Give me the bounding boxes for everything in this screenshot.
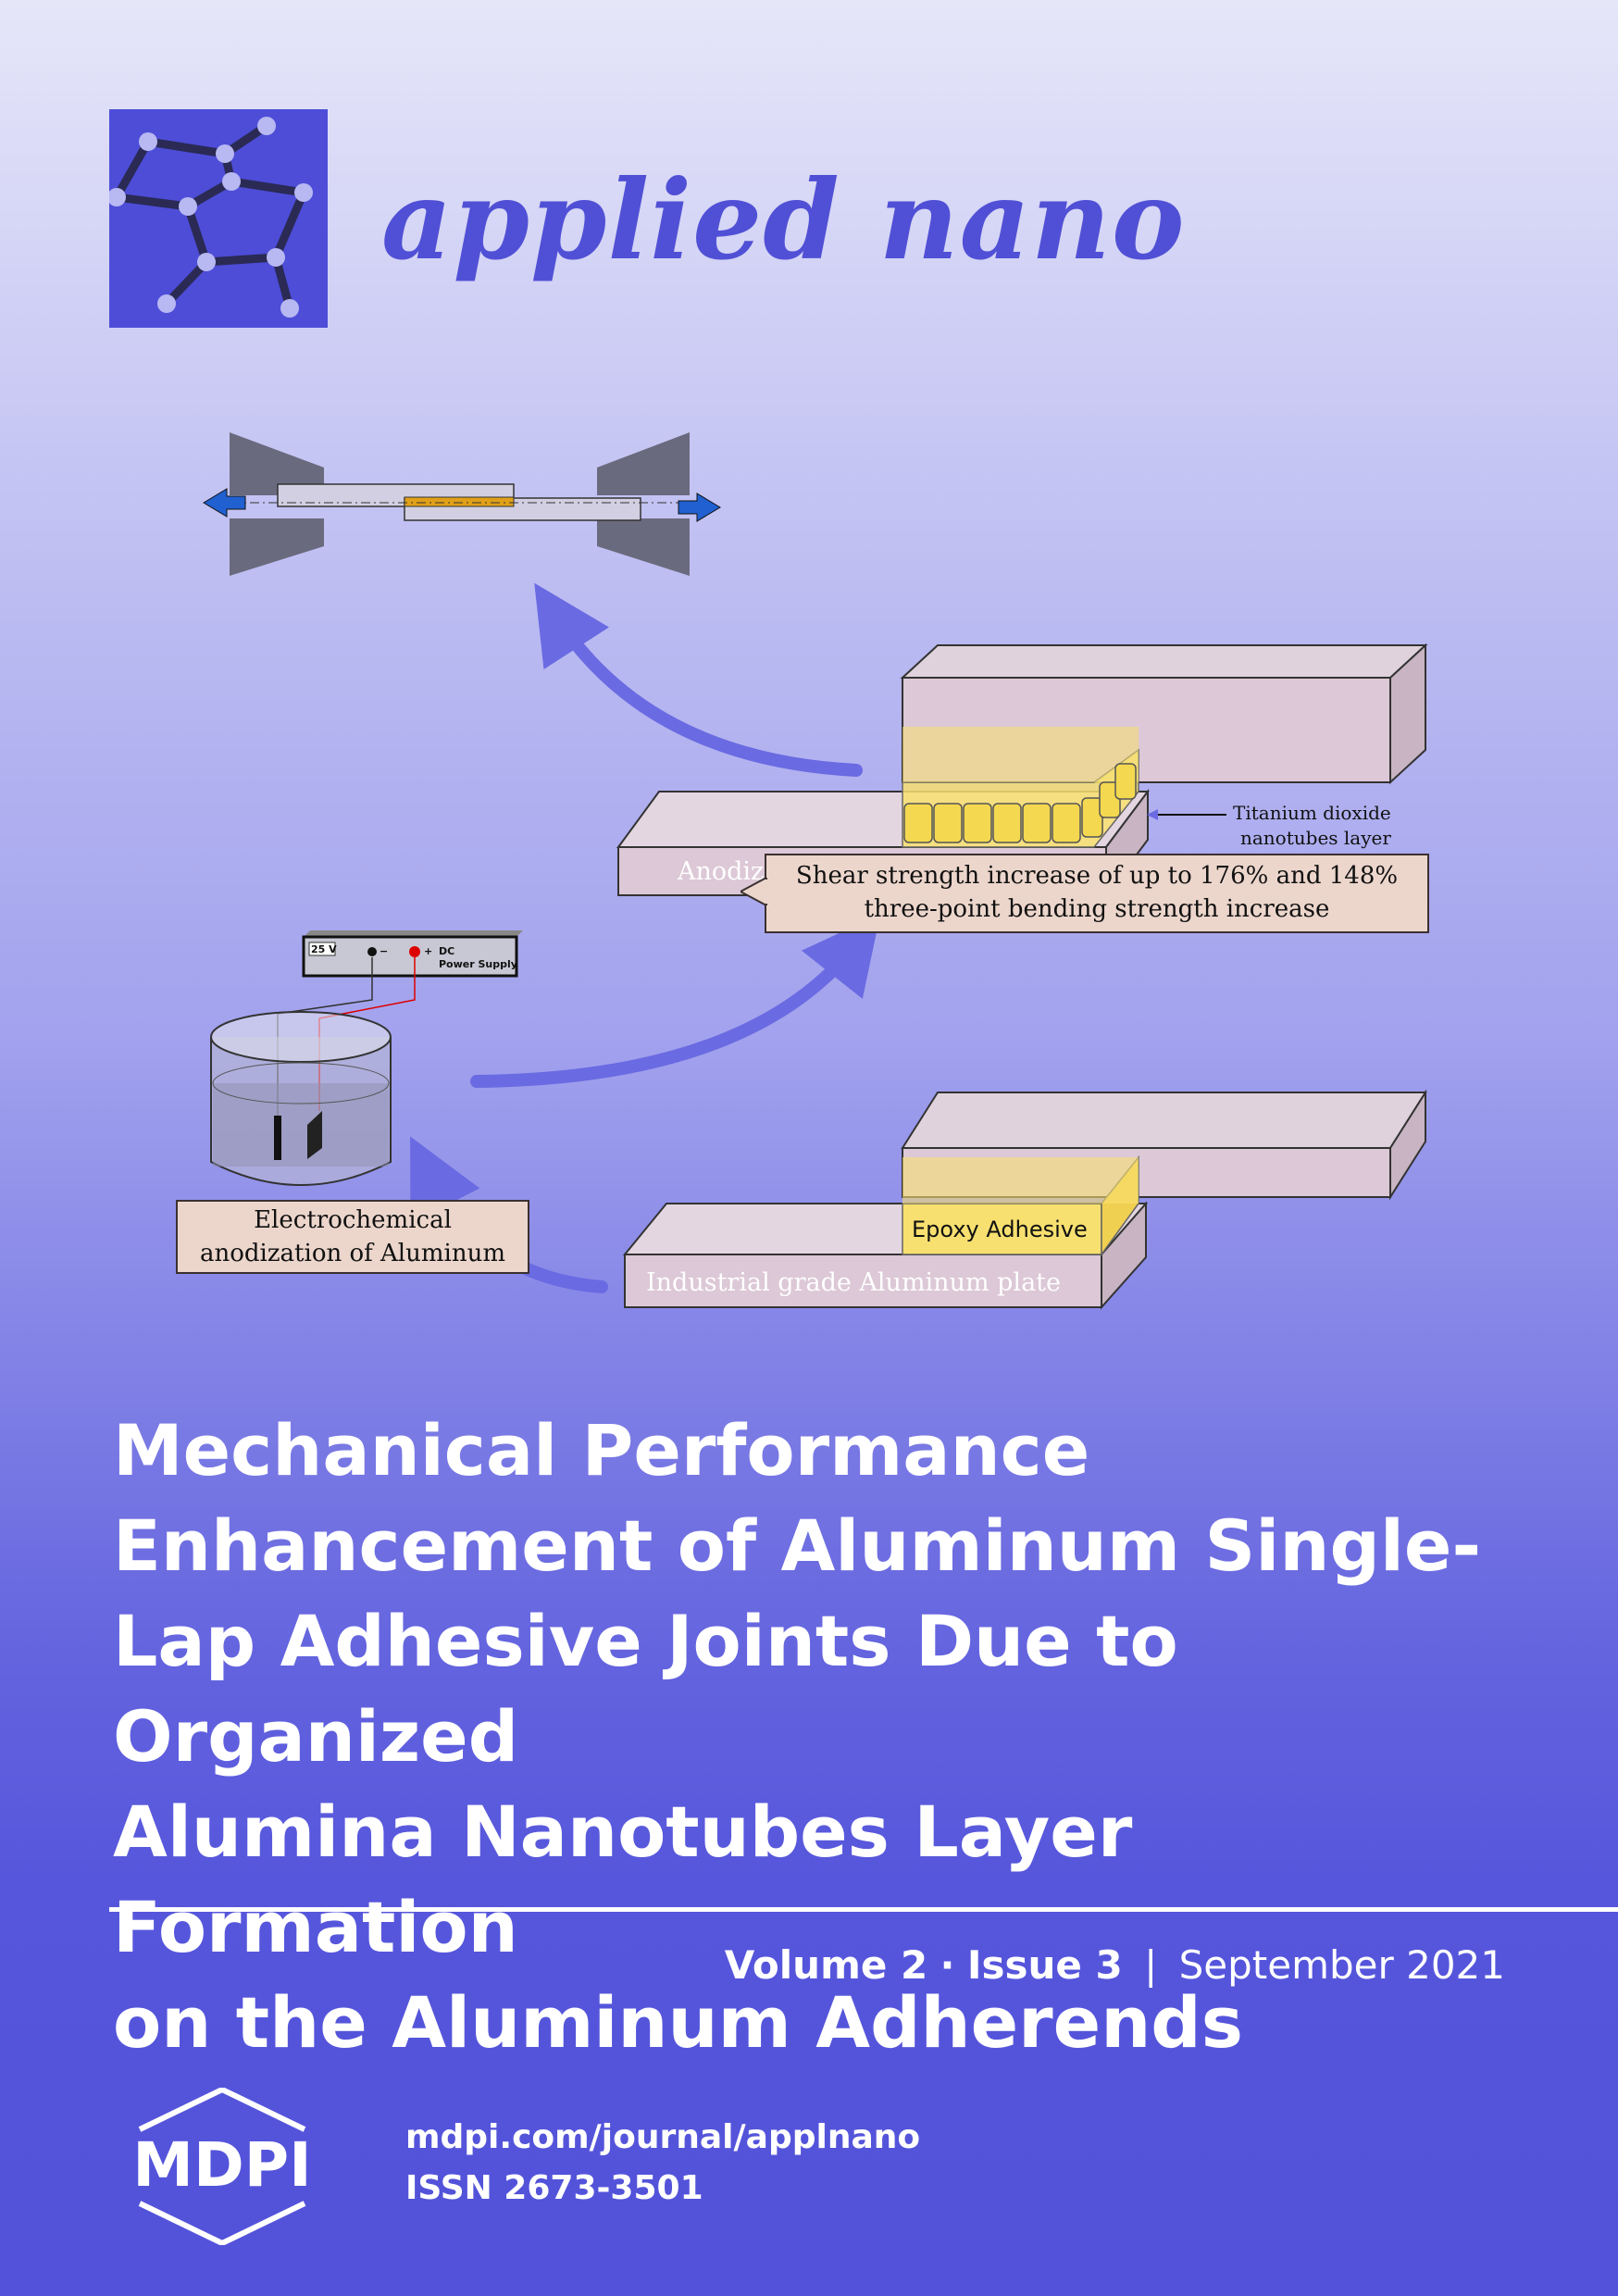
divider-rule [109, 1907, 1618, 1912]
hexagon-lattice-icon [109, 117, 313, 318]
journal-url[interactable]: mdpi.com/journal/applnano [405, 2118, 921, 2156]
article-title-line1: Mechanical Performance [113, 1409, 1090, 1491]
industrial-plate-label: Industrial grade Aluminum plate [646, 1268, 1061, 1297]
tensile-test-diagram [203, 432, 721, 576]
issue-info: Volume 2 · Issue 3 | September 2021 [725, 1942, 1505, 1988]
graphical-abstract: Titanium dioxide nanotubes layer Anodize… [0, 389, 1618, 1333]
mdpi-logo: MDPI [106, 2086, 338, 2247]
mdpi-hexagon-icon: MDPI [132, 2086, 312, 2247]
anodization-text-line2: anodization of Aluminum [200, 1240, 505, 1267]
psu-voltage: 25 V [311, 943, 337, 955]
article-title-line4: Alumina Nanotubes Layer Formation [113, 1791, 1133, 1968]
issue-date: September 2021 [1178, 1942, 1505, 1988]
industrial-joint-diagram: Epoxy Adhesive Industrial grade Aluminum… [622, 1089, 1427, 1310]
tio2-label-line2: nanotubes layer [1240, 827, 1391, 849]
journal-logo [109, 109, 328, 328]
shear-strength-text: Shear strength increase of up to 176% an… [795, 862, 1399, 923]
callout-pointer [741, 878, 768, 905]
mdpi-wordmark: MDPI [132, 2129, 311, 2201]
electrolysis-beaker [210, 1011, 392, 1186]
shear-strength-callout: Shear strength increase of up to 176% an… [765, 854, 1429, 933]
psu-dc-label: DC [439, 945, 454, 957]
psu-plus-label: + [424, 945, 432, 957]
volume-label: Volume 2 [724, 1942, 928, 1988]
anodization-callout: Electrochemical anodization of Aluminum [176, 1200, 529, 1274]
tio2-label-line1: Titanium dioxide [1233, 802, 1391, 824]
article-title-line3: Lap Adhesive Joints Due to Organized [113, 1600, 1178, 1778]
article-title-line2: Enhancement of Aluminum Single- [113, 1504, 1481, 1587]
psu-name-label: Power Supply [439, 958, 517, 970]
issue-divider: | [1144, 1942, 1158, 1988]
issue-dot: · [940, 1942, 955, 1988]
journal-name: applied nano [381, 156, 1186, 284]
graphical-abstract-drawing: Titanium dioxide nanotubes layer Anodize… [203, 432, 1428, 1310]
issue-label: Issue 3 [966, 1942, 1123, 1988]
article-title-line5: on the Aluminum Adherends [113, 1981, 1243, 2064]
issn: ISSN 2673-3501 [405, 2169, 703, 2207]
epoxy-label: Epoxy Adhesive [912, 1217, 1088, 1242]
psu-minus-label: − [380, 945, 388, 957]
article-title: Mechanical Performance Enhancement of Al… [113, 1403, 1557, 2070]
anodization-text-line1: Electrochemical [254, 1206, 452, 1234]
